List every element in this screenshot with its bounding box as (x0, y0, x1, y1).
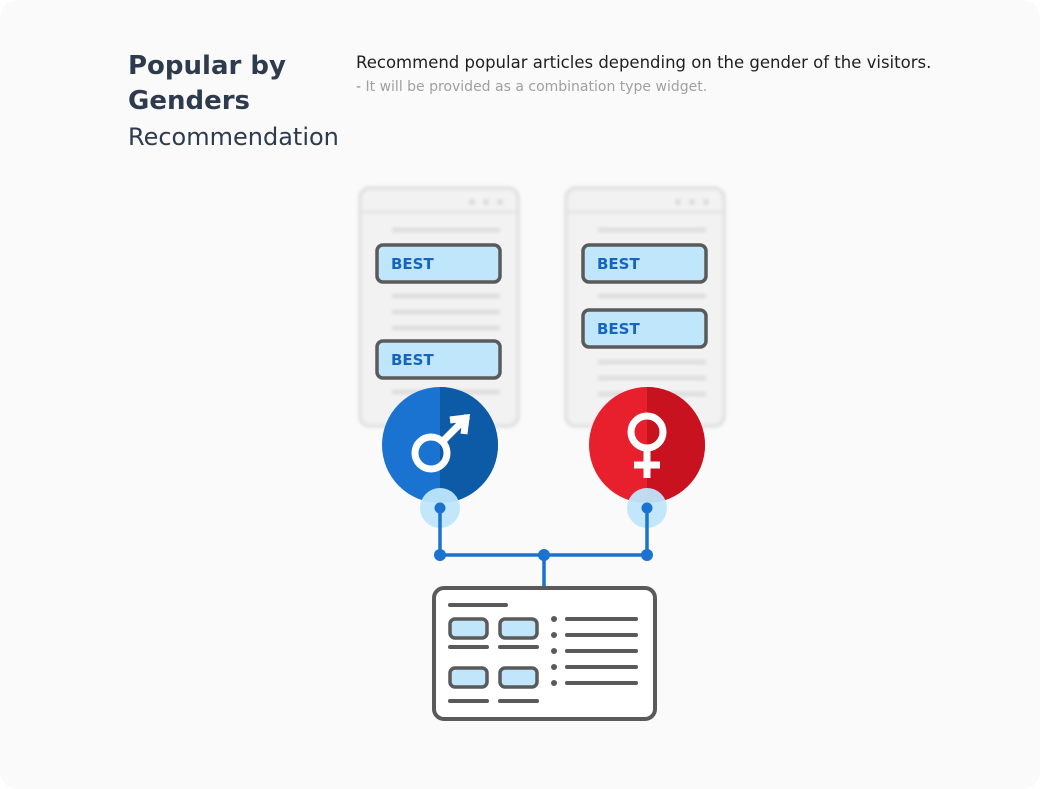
note-text: - It will be provided as a combination t… (356, 79, 707, 95)
page-subtitle: Recommendation (128, 123, 339, 151)
best-badge: BEST (581, 308, 708, 349)
connector-lines (438, 508, 649, 588)
note-body: It will be provided as a combination typ… (365, 79, 708, 95)
combination-widget-icon (432, 586, 657, 721)
title-line-2: Genders (128, 86, 251, 116)
description-text: Recommend popular articles depending on … (356, 53, 932, 72)
page-title: Popular by Genders (128, 49, 348, 119)
best-badge-label: BEST (597, 320, 640, 338)
best-badge-label: BEST (391, 255, 434, 273)
title-line-1: Popular by (128, 51, 286, 81)
best-badge: BEST (375, 339, 502, 380)
best-badge-label: BEST (597, 255, 640, 273)
best-badge-label: BEST (391, 351, 434, 369)
best-badge: BEST (375, 243, 502, 284)
best-badge: BEST (581, 243, 708, 284)
connector-dots (434, 502, 653, 561)
note-dash: - (356, 79, 362, 95)
